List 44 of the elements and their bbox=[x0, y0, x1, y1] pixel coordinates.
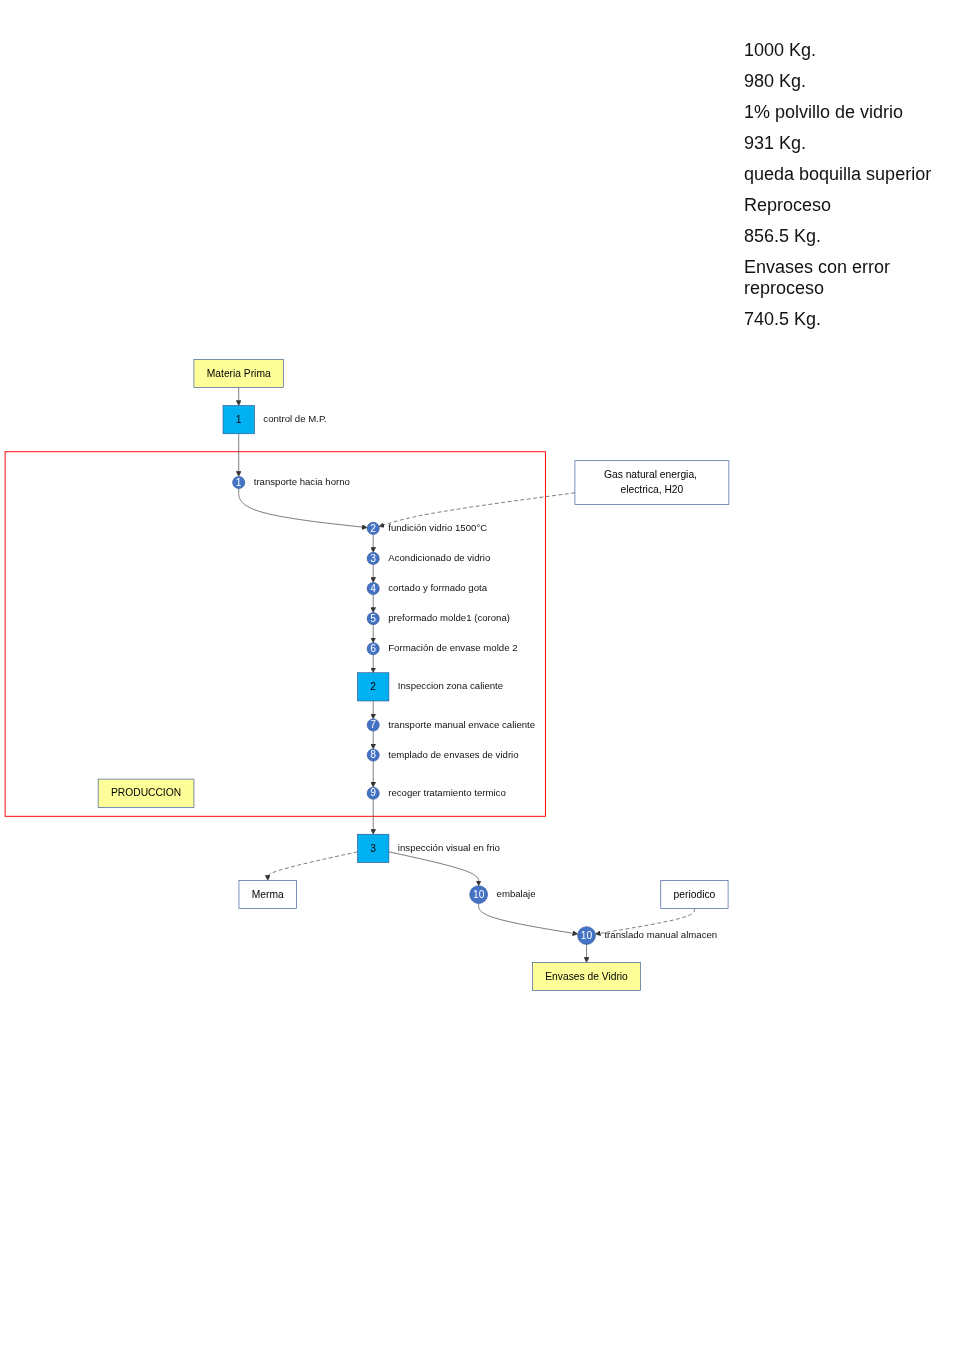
step-description: transporte hacia horno bbox=[253, 476, 350, 488]
node-box: Envases de Vidrio bbox=[532, 962, 641, 991]
node-circle: 1 bbox=[232, 476, 246, 489]
step-description: Inspeccion zona caliente bbox=[397, 680, 504, 692]
node-box: PRODUCCION bbox=[97, 778, 195, 808]
node-box: 2 bbox=[357, 672, 390, 702]
step-description: preformado molde1 (corona) bbox=[388, 612, 511, 624]
node-circle: 7 bbox=[366, 718, 380, 732]
note-text: 856.5 Kg. bbox=[744, 226, 823, 247]
step-description: recoger tratamiento termico bbox=[388, 786, 506, 798]
step-description: cortado y formado gota bbox=[388, 582, 488, 594]
note-text: 980 Kg. bbox=[744, 71, 808, 92]
step-description: Formación de envase molde 2 bbox=[388, 642, 518, 654]
step-description: translado manual almacen bbox=[604, 929, 718, 941]
step-description: inspección visual en frio bbox=[397, 841, 500, 853]
note-text: Envases con error reproceso bbox=[744, 257, 892, 299]
node-box: Materia Prima bbox=[193, 359, 284, 388]
step-description: control de M.P. bbox=[263, 413, 327, 425]
note-text: 740.5 Kg. bbox=[744, 309, 823, 330]
node-circle: 8 bbox=[366, 748, 380, 762]
node-box: periodico bbox=[660, 880, 729, 909]
node-box: Merma bbox=[238, 880, 297, 909]
step-description: Acondicionado de vidrio bbox=[388, 552, 491, 563]
note-text: 1000 Kg. bbox=[744, 40, 818, 61]
step-description: templado de envases de vidrio bbox=[388, 748, 519, 760]
node-box: Gas natural energia, electrica, H20 bbox=[574, 460, 730, 505]
note-text: 1% polvillo de vidrio bbox=[744, 102, 905, 123]
step-description: transporte manual envace caliente bbox=[388, 718, 536, 730]
node-circle: 2 bbox=[366, 521, 380, 535]
cluster bbox=[4, 451, 546, 817]
node-box: 3 bbox=[357, 833, 390, 863]
node-circle: 6 bbox=[366, 642, 380, 656]
step-description: fundición vidrio 1500°C bbox=[388, 521, 488, 533]
node-circle: 3 bbox=[366, 552, 380, 565]
node-circle: 10 bbox=[469, 885, 488, 904]
node-box: 1 bbox=[222, 405, 255, 435]
node-circle: 5 bbox=[366, 612, 380, 625]
node-circle: 9 bbox=[366, 786, 380, 800]
node-circle: 4 bbox=[366, 582, 380, 595]
note-text: queda boquilla superior bbox=[744, 164, 933, 185]
note-text: 931 Kg. bbox=[744, 133, 808, 154]
node-circle: 10 bbox=[577, 926, 596, 945]
step-description: embalaje bbox=[496, 888, 536, 900]
note-text: Reproceso bbox=[744, 195, 833, 216]
